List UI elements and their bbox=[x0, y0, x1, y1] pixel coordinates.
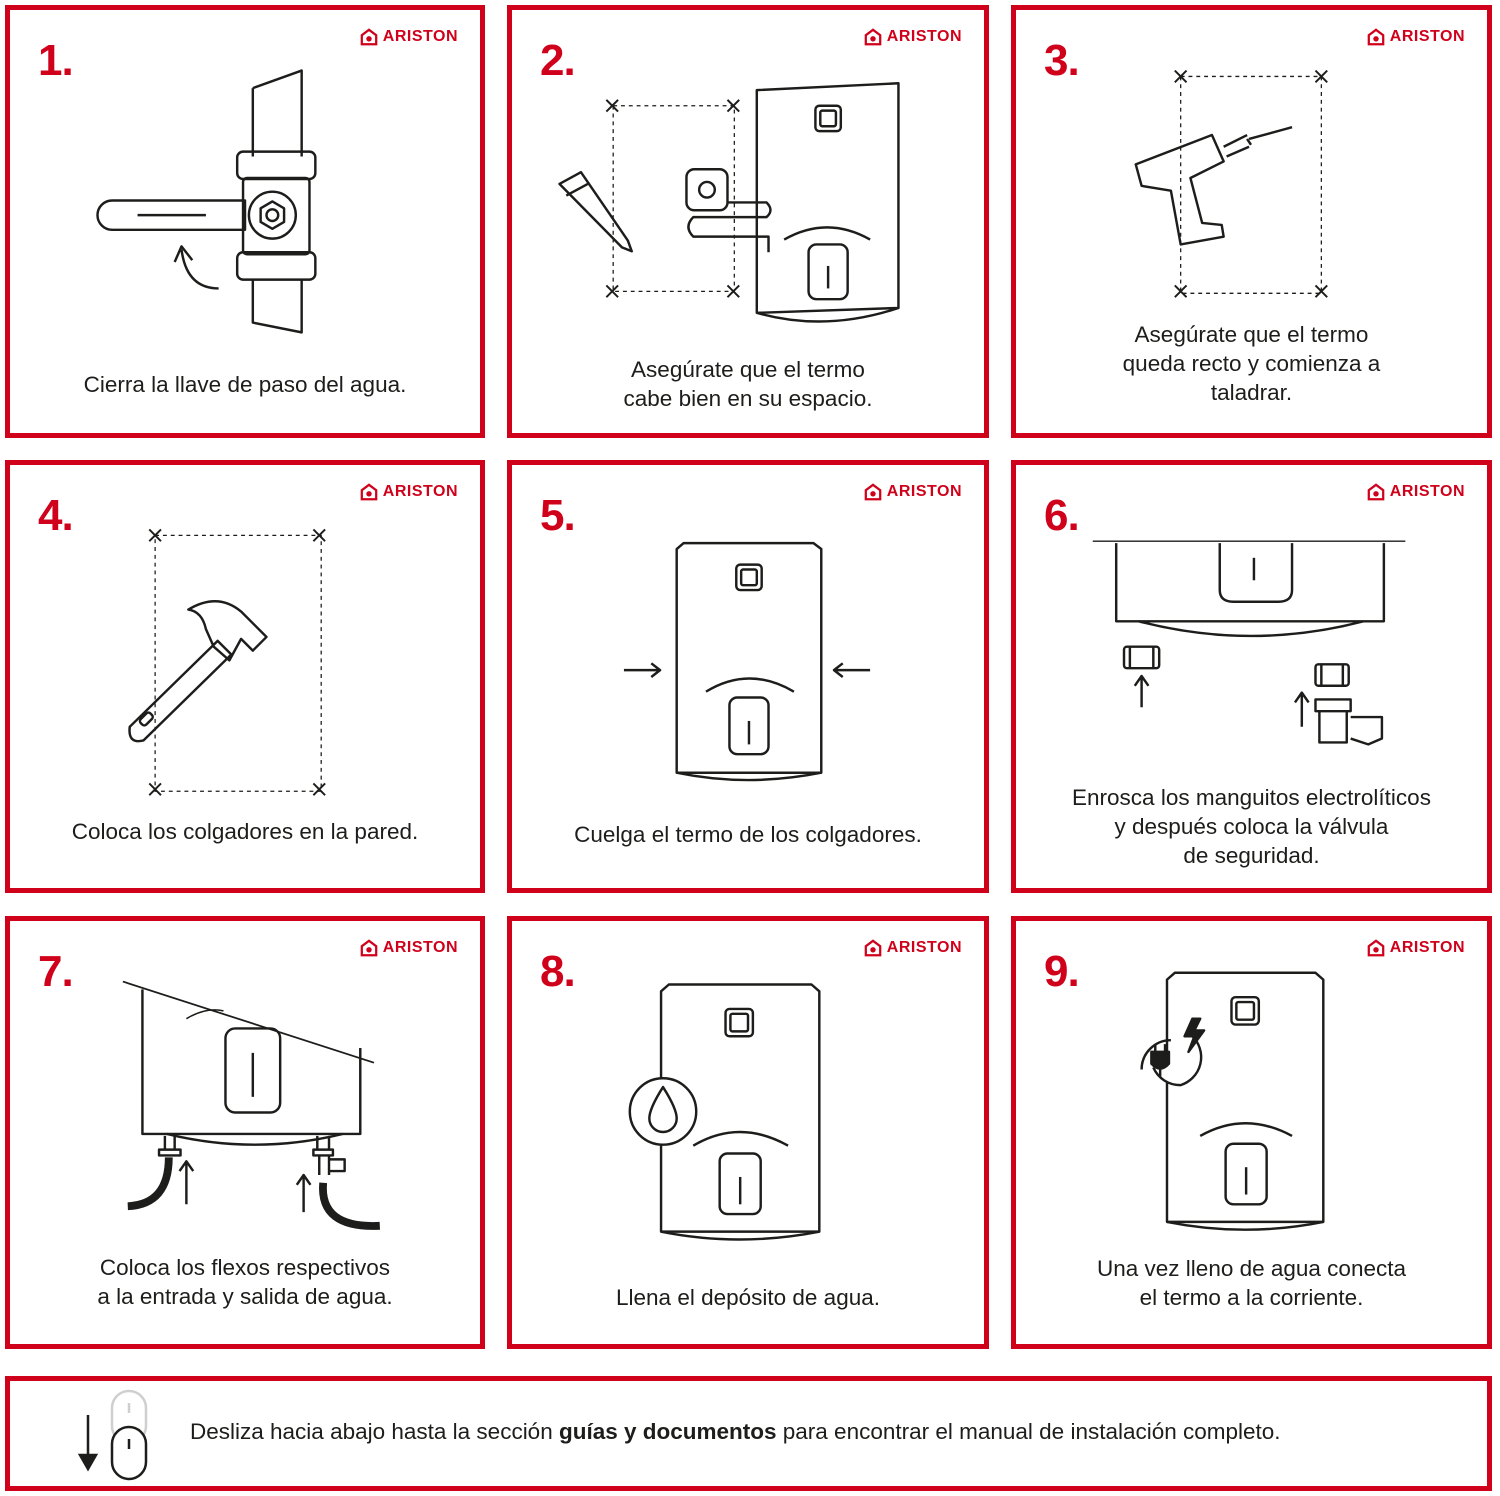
step-caption: Cierra la llave de paso del agua. bbox=[83, 372, 407, 397]
valve-icon bbox=[96, 69, 317, 334]
ariston-logo: ARISTON bbox=[360, 28, 458, 46]
step-card-9: 9. ARISTON Una vez lleno de agua conecta… bbox=[1011, 916, 1492, 1349]
step-caption: Llena el depósito de agua. bbox=[616, 1285, 880, 1310]
step-card-2: 2. ARISTON Asegúrate que el termo cabe b… bbox=[507, 5, 989, 438]
step-card-6: 6. ARISTON Enrosca los manguitos electro… bbox=[1011, 460, 1492, 893]
step-card-4: 4. ARISTON Coloca los colgadores en la p… bbox=[5, 460, 485, 893]
step-caption: Coloca los flexos respectivos a la entra… bbox=[97, 1255, 393, 1309]
hammer-icon bbox=[128, 528, 326, 796]
fittings-icon bbox=[1092, 540, 1406, 746]
house-icon bbox=[1367, 483, 1385, 501]
step-number: 1. bbox=[38, 36, 74, 85]
step-caption: Una vez lleno de agua conecta el termo a… bbox=[1097, 1256, 1406, 1310]
ariston-logo: ARISTON bbox=[864, 939, 962, 957]
power-plug-icon bbox=[1140, 971, 1325, 1231]
house-icon bbox=[864, 939, 882, 957]
ariston-logo: ARISTON bbox=[1367, 939, 1465, 957]
ariston-logo: ARISTON bbox=[1367, 28, 1465, 46]
house-icon bbox=[864, 483, 882, 501]
house-icon bbox=[864, 28, 882, 46]
ariston-logo: ARISTON bbox=[864, 28, 962, 46]
measure-icon bbox=[558, 82, 900, 323]
footer-highlight[interactable]: guías y documentos bbox=[558, 1419, 777, 1444]
step-caption: Asegúrate que el termo cabe bien en su e… bbox=[623, 357, 873, 411]
ariston-logo: ARISTON bbox=[360, 939, 458, 957]
step-caption: Enrosca los manguitos electrolíticos y d… bbox=[1072, 785, 1431, 868]
ariston-logo: ARISTON bbox=[1367, 483, 1465, 501]
step-card-7: 7. ARISTON Coloca los flexos respectivos… bbox=[5, 916, 485, 1349]
step-number: 2. bbox=[540, 36, 576, 85]
house-icon bbox=[1367, 939, 1385, 957]
house-icon bbox=[360, 28, 378, 46]
step-card-5: 5. ARISTON Cuelga el termo de los colgad… bbox=[507, 460, 989, 893]
ariston-logo: ARISTON bbox=[360, 483, 458, 501]
house-icon bbox=[360, 483, 378, 501]
step-card-3: 3. ARISTON Asegúrate que el termo queda … bbox=[1011, 5, 1492, 438]
step-number: 7. bbox=[38, 947, 74, 996]
step-number: 5. bbox=[540, 491, 576, 540]
heater-icon bbox=[623, 541, 871, 782]
ariston-logo: ARISTON bbox=[864, 483, 962, 501]
step-caption: Coloca los colgadores en la pared. bbox=[71, 819, 419, 844]
hoses-icon bbox=[122, 980, 381, 1230]
drill-icon bbox=[1134, 69, 1328, 298]
water-drop-icon bbox=[628, 983, 821, 1241]
step-number: 4. bbox=[38, 491, 74, 540]
scroll-mouse-icon bbox=[77, 1389, 148, 1481]
footer-banner: Desliza hacia abajo hasta la sección guí… bbox=[5, 1376, 1492, 1491]
step-caption: Asegúrate que el termo queda recto y com… bbox=[1122, 322, 1381, 405]
step-caption: Cuelga el termo de los colgadores. bbox=[574, 822, 922, 847]
step-number: 9. bbox=[1044, 947, 1080, 996]
step-number: 6. bbox=[1044, 491, 1080, 540]
step-card-8: 8. ARISTON Llena el depósito de agua. bbox=[507, 916, 989, 1349]
house-icon bbox=[1367, 28, 1385, 46]
house-icon bbox=[360, 939, 378, 957]
step-number: 8. bbox=[540, 947, 576, 996]
step-number: 3. bbox=[1044, 36, 1080, 85]
step-card-1: 1. ARISTON Cierra la llave de paso del a… bbox=[5, 5, 485, 438]
footer-message: Desliza hacia abajo hasta la sección guí… bbox=[190, 1419, 1281, 1444]
